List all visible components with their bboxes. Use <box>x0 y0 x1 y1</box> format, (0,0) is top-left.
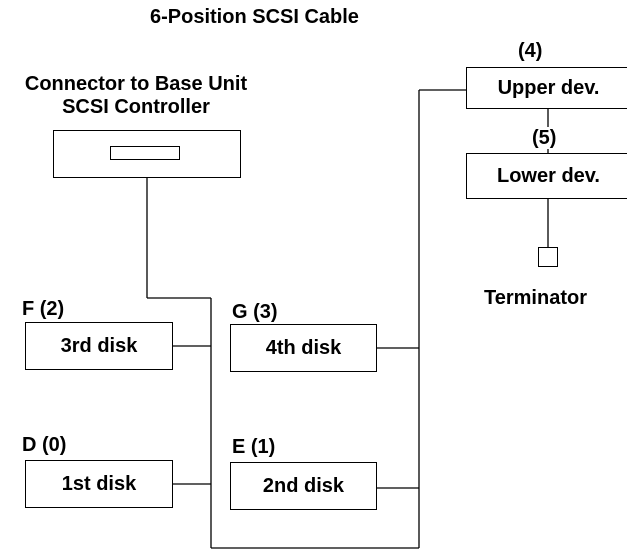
upper-device-label: Upper dev. <box>497 76 600 99</box>
position-f-label: F (2) <box>22 298 65 320</box>
disk-3rd-box: 3rd disk <box>25 322 173 370</box>
lower-device-label: Lower dev. <box>497 164 600 187</box>
terminator-block <box>538 247 558 267</box>
upper-device-box: Upper dev. <box>466 67 627 109</box>
disk-1st-box: 1st disk <box>25 460 173 508</box>
diagram-title: 6-Position SCSI Cable <box>150 6 359 28</box>
connector-label-line2: SCSI Controller <box>62 96 210 118</box>
position-d-label: D (0) <box>22 434 67 456</box>
lower-device-box: Lower dev. <box>466 153 627 199</box>
connector-slot <box>110 146 180 160</box>
position-e-label: E (1) <box>232 436 276 458</box>
position-g-label: G (3) <box>232 301 278 323</box>
position-4-label: (4) <box>518 40 543 62</box>
disk-4th-label: 4th disk <box>265 336 342 359</box>
disk-1st-label: 1st disk <box>61 472 137 495</box>
disk-4th-box: 4th disk <box>230 324 377 372</box>
position-5-label: (5) <box>532 127 557 149</box>
disk-2nd-box: 2nd disk <box>230 462 377 510</box>
disk-2nd-label: 2nd disk <box>262 474 345 497</box>
base-unit-connector <box>53 130 241 178</box>
disk-3rd-label: 3rd disk <box>60 334 138 357</box>
connector-label-line1: Connector to Base Unit <box>24 73 248 95</box>
terminator-label: Terminator <box>484 287 587 309</box>
